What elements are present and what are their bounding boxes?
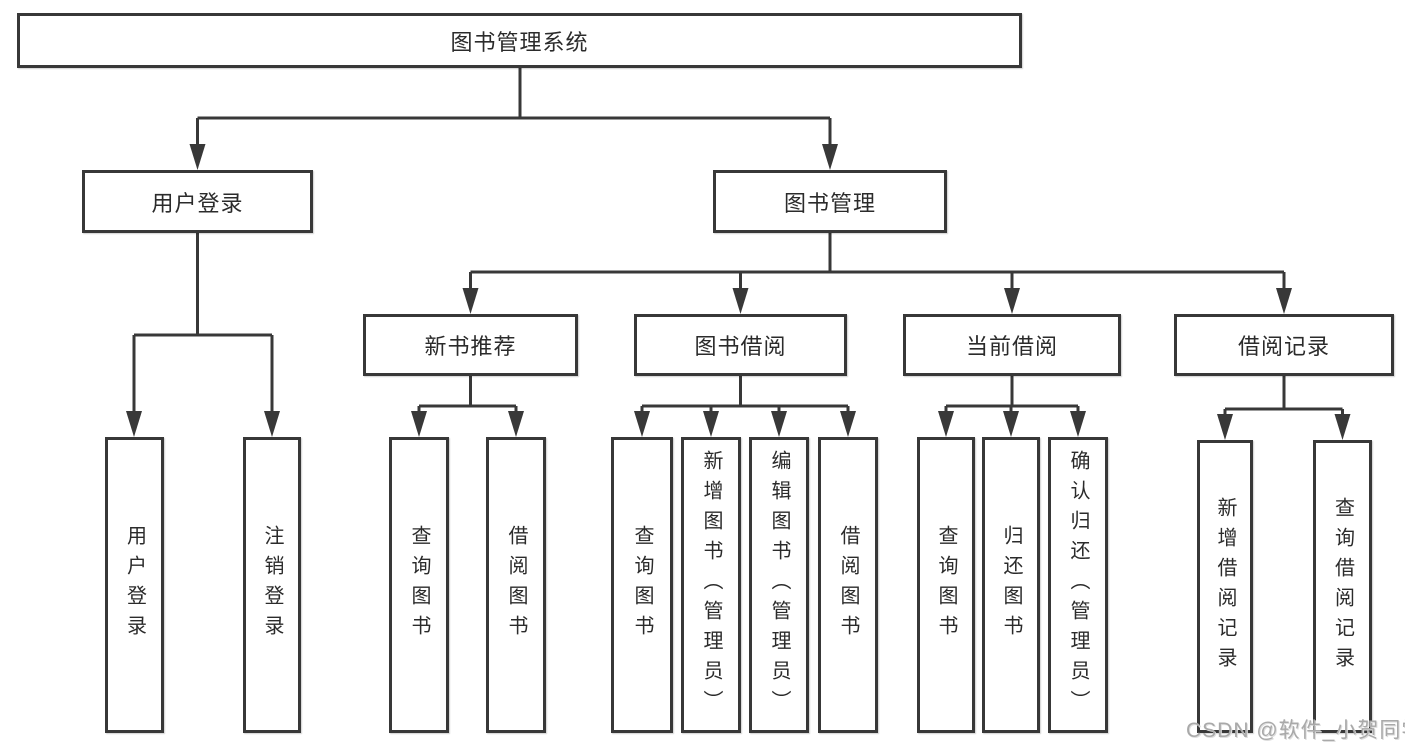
leaf-query-books-current-label: 查询图书 (935, 525, 957, 645)
node-borrow-records-label: 借阅记录 (1237, 334, 1330, 359)
leaf-logout-label: 注销登录 (261, 525, 283, 645)
node-new-book-recommend-label: 新书推荐 (424, 334, 517, 359)
node-book-management-label: 图书管理 (783, 190, 876, 216)
node-root: 图书管理系统 (17, 13, 1022, 68)
leaf-borrow-books-recommend-label: 借阅图书 (505, 525, 527, 645)
leaf-user-login-label: 用户登录 (123, 525, 146, 645)
leaf-query-borrow-record: 查询借阅记录 (1313, 440, 1372, 733)
leaf-borrow-books: 借阅图书 (818, 437, 878, 733)
node-user-login-label: 用户登录 (151, 190, 244, 216)
node-book-management: 图书管理 (713, 170, 947, 233)
leaf-add-borrow-record-label: 新增借阅记录 (1214, 496, 1236, 677)
node-book-borrow-label: 图书借阅 (694, 334, 787, 359)
leaf-query-books-current: 查询图书 (917, 437, 975, 733)
node-root-label: 图书管理系统 (450, 29, 589, 55)
leaf-query-books-recommend-label: 查询图书 (408, 525, 430, 645)
leaf-borrow-books-label: 借阅图书 (837, 525, 859, 645)
node-current-borrow-label: 当前借阅 (965, 334, 1058, 359)
leaf-edit-book-admin-label: 编辑图书（管理员） (768, 450, 790, 720)
leaf-query-borrow-record-label: 查询借阅记录 (1331, 496, 1354, 677)
node-new-book-recommend: 新书推荐 (363, 314, 578, 376)
leaf-query-books-recommend: 查询图书 (389, 437, 449, 733)
leaf-add-book-admin: 新增图书（管理员） (681, 437, 741, 733)
leaf-confirm-return-admin-label: 确认归还（管理员） (1067, 450, 1089, 720)
leaf-add-borrow-record: 新增借阅记录 (1197, 440, 1253, 733)
node-user-login: 用户登录 (82, 170, 313, 233)
node-current-borrow: 当前借阅 (903, 314, 1121, 376)
leaf-return-books: 归还图书 (982, 437, 1040, 733)
node-book-borrow: 图书借阅 (634, 314, 847, 376)
leaf-edit-book-admin: 编辑图书（管理员） (749, 437, 809, 733)
leaf-logout: 注销登录 (243, 437, 301, 733)
leaf-query-books-borrow-label: 查询图书 (631, 525, 653, 645)
leaf-add-book-admin-label: 新增图书（管理员） (700, 450, 722, 720)
node-borrow-records: 借阅记录 (1174, 314, 1394, 376)
leaf-borrow-books-recommend: 借阅图书 (486, 437, 546, 733)
leaf-return-books-label: 归还图书 (1000, 525, 1022, 645)
csdn-watermark: CSDN @软件_小贺同学 (1186, 719, 1405, 742)
leaf-user-login: 用户登录 (105, 437, 164, 733)
leaf-query-books-borrow: 查询图书 (611, 437, 673, 733)
leaf-confirm-return-admin: 确认归还（管理员） (1048, 437, 1108, 733)
